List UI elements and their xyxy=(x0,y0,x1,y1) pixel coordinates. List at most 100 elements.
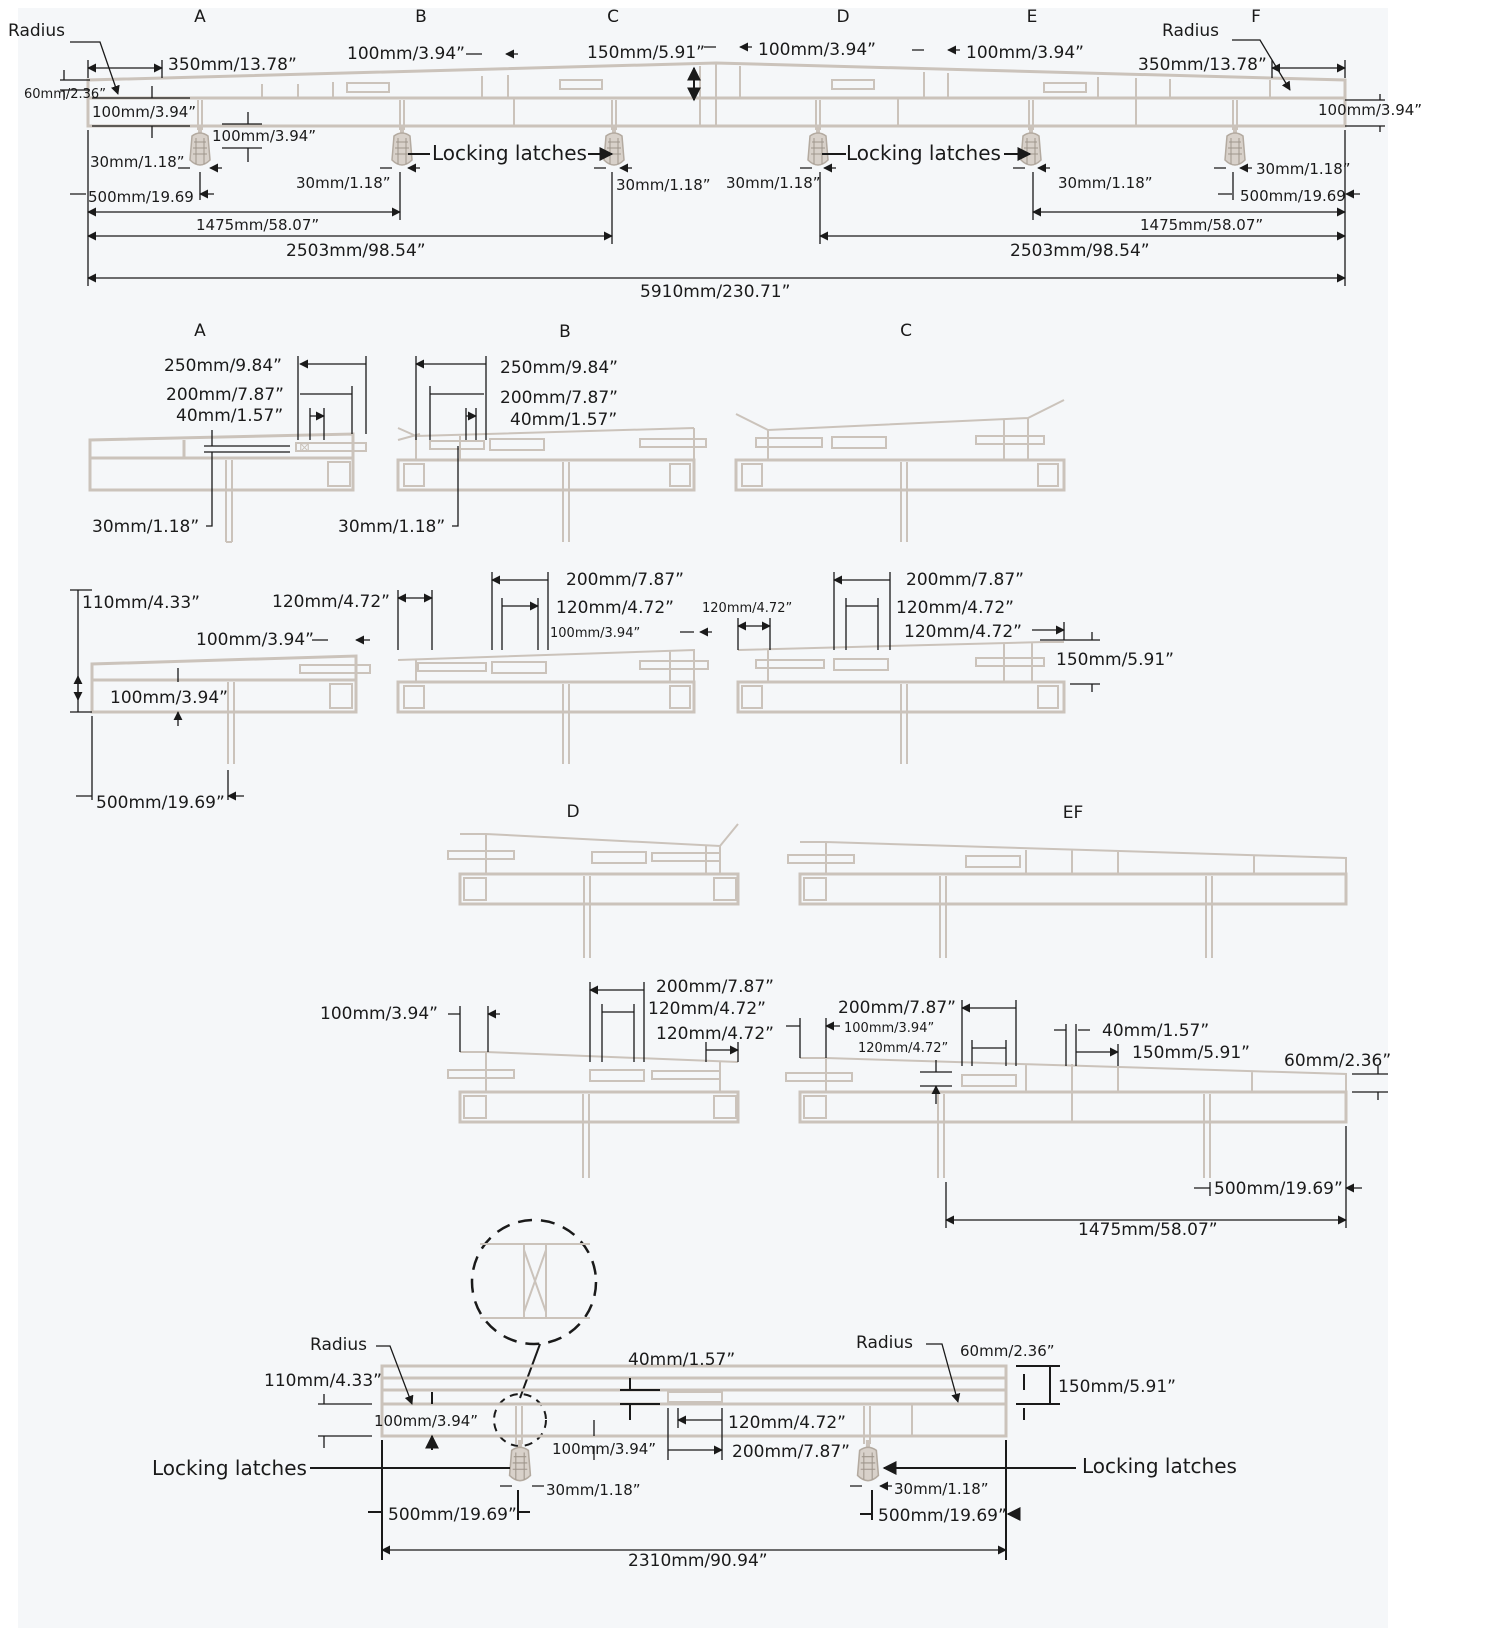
locking-latches-label-1: Locking latches xyxy=(432,141,587,165)
detail-c2-150 xyxy=(1040,632,1100,692)
detail-callout-content xyxy=(480,1243,590,1319)
detail-d-slot-2 xyxy=(591,851,647,864)
detail-c2-beam xyxy=(736,680,1066,714)
detail-b-box-left xyxy=(403,463,425,487)
dim-2503-left-label: 2503mm/98.54” xyxy=(286,241,426,261)
dim-2503-right-label: 2503mm/98.54” xyxy=(1010,241,1150,261)
detail-ef2-200-label: 200mm/7.87” xyxy=(838,998,956,1018)
detail-d2-slot-2 xyxy=(589,1069,645,1082)
top-extension-lines xyxy=(87,130,1346,286)
detail-a-250: 250mm/9.84” xyxy=(164,356,282,376)
dim-100-left-label: 100mm/3.94” xyxy=(92,103,196,121)
detail-b2-ext xyxy=(491,572,549,650)
detail-row-1: A B C 250mm/9.84” 200mm/7.87” 40mm/1.57”… xyxy=(88,321,1066,543)
detail-b-beam xyxy=(396,458,696,492)
detail-d2-box-right xyxy=(713,1095,737,1119)
detail-d2-100-label: 100mm/3.94” xyxy=(320,1004,438,1024)
dim-60-left-label: 60mm/2.36” xyxy=(24,87,106,102)
detail-a-dim-lines xyxy=(300,364,366,416)
detail-c-box-left xyxy=(741,463,763,487)
detail-d2-100-ext xyxy=(459,1006,489,1052)
bottom-110-label: 110mm/4.33” xyxy=(264,1371,382,1391)
section-label-f: F xyxy=(1251,7,1261,27)
detail-c-slot-1 xyxy=(755,437,823,448)
dim-350-left: 350mm/13.78” xyxy=(168,55,297,75)
detail-d-beam xyxy=(458,872,740,906)
detail-b-top xyxy=(397,427,695,460)
detail-ef2-60 xyxy=(1352,1066,1388,1100)
detail-origin-circle xyxy=(493,1393,547,1447)
detail-b-label: B xyxy=(559,322,571,342)
detail-ef2-slot-2 xyxy=(961,1074,1017,1087)
dim-100-inner-label: 100mm/3.94” xyxy=(212,127,316,145)
bottom-latch-right xyxy=(856,1440,880,1482)
dim-100-right xyxy=(1345,94,1385,132)
bottom-60-label: 60mm/2.36” xyxy=(960,1342,1055,1360)
bottom-120-200-ext xyxy=(667,1408,723,1460)
slot-a xyxy=(346,82,390,93)
bottom-500-right-label: 500mm/19.69” xyxy=(878,1506,1007,1526)
detail-d2-slot-3 xyxy=(651,1070,721,1080)
detail-c2-120b-label: 120mm/4.72” xyxy=(904,622,1022,642)
detail-c2-150-label: 150mm/5.91” xyxy=(1056,650,1174,670)
detail-ef-box xyxy=(803,877,827,901)
detail-c-label: C xyxy=(900,321,912,341)
detail-d-top xyxy=(460,823,739,874)
detail-a-box xyxy=(327,461,351,487)
detail-d-box-right xyxy=(713,877,737,901)
radius-leader-right xyxy=(1232,39,1291,91)
detail-a2-500-label: 500mm/19.69” xyxy=(96,793,225,813)
latch-c xyxy=(603,126,625,166)
detail-d2-120-label: 120mm/4.72” xyxy=(648,999,766,1019)
detail-b2-120-label: 120mm/4.72” xyxy=(556,598,674,618)
detail-c2-120-left-label: 120mm/4.72” xyxy=(702,601,792,616)
detail-ef2-40-v xyxy=(920,1060,952,1104)
detail-ef2-slot-1 xyxy=(785,1072,853,1082)
detail-ef-beam xyxy=(798,872,1348,906)
top-elevation: A B C D E F xyxy=(8,7,1422,302)
dim-100-left xyxy=(92,86,190,138)
slot-d xyxy=(831,79,875,90)
dim-1475-left-label: 1475mm/58.07” xyxy=(196,216,319,234)
dim-30-d-label: 30mm/1.18” xyxy=(726,174,821,192)
dim-100-e-label: 100mm/3.94” xyxy=(966,43,1084,63)
detail-a2-box xyxy=(329,683,353,709)
detail-c-beam xyxy=(734,458,1066,492)
detail-ef-slot-2 xyxy=(965,855,1021,868)
detail-a-leg xyxy=(225,460,233,543)
dim-30-f-label: 30mm/1.18” xyxy=(1256,160,1351,178)
detail-ef2-legs xyxy=(937,1094,1211,1178)
detail-ef-label: EF xyxy=(1063,803,1084,823)
detail-d2-leg xyxy=(582,1094,590,1178)
dim-100-right-label: 100mm/3.94” xyxy=(1318,101,1422,119)
detail-c-leg xyxy=(900,462,908,542)
dim-30-a-label: 30mm/1.18” xyxy=(90,153,185,171)
detail-d2-ext xyxy=(589,982,739,1062)
dim-30-e-label: 30mm/1.18” xyxy=(1058,174,1153,192)
dim-100-b-label: 100mm/3.94” xyxy=(347,44,465,64)
detail-ef-slot-1 xyxy=(787,854,855,864)
bottom-latch-left xyxy=(508,1440,532,1482)
ext-350-right xyxy=(1271,60,1346,78)
dim-500-right-label: 500mm/19.69 xyxy=(1240,187,1346,205)
section-label-e: E xyxy=(1027,7,1038,27)
detail-c2-200-label: 200mm/7.87” xyxy=(906,570,1024,590)
latch-b xyxy=(391,126,413,166)
section-label-a: A xyxy=(194,7,206,27)
dim-5910-label: 5910mm/230.71” xyxy=(640,282,790,302)
detail-ef2-dims xyxy=(962,1008,1118,1052)
bottom-120-200 xyxy=(668,1420,722,1450)
bottom-30-left-label: 30mm/1.18” xyxy=(546,1481,641,1499)
detail-callout-circle xyxy=(470,1218,598,1346)
detail-b2-top xyxy=(397,648,695,682)
detail-ef2-1475-label: 1475mm/58.07” xyxy=(1078,1220,1218,1240)
bottom-40 xyxy=(620,1378,660,1420)
detail-a-label: A xyxy=(194,321,206,341)
radius-leader-left xyxy=(70,41,120,95)
bottom-radius-label-left: Radius xyxy=(310,1335,367,1355)
detail-a-slot xyxy=(295,442,367,452)
detail-c2-ext xyxy=(833,572,1065,650)
dim-350-right: 350mm/13.78” xyxy=(1138,55,1267,75)
detail-d-leg xyxy=(583,876,591,958)
detail-d2-slot-1 xyxy=(447,1069,515,1079)
